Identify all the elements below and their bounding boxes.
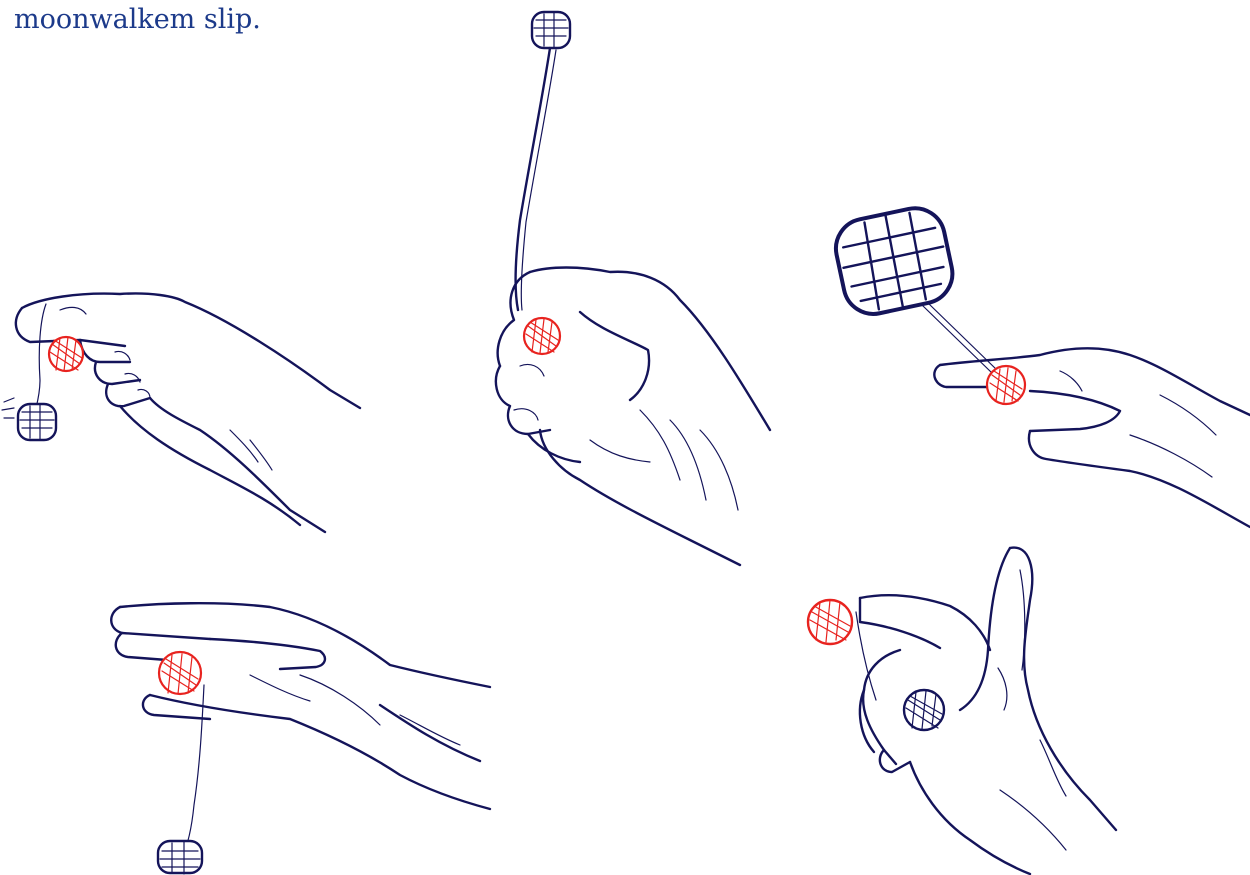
caption: moonwalkem slip. bbox=[14, 4, 261, 36]
monkey-fist-icon bbox=[830, 203, 958, 320]
monkey-fist-icon bbox=[904, 690, 944, 730]
red-knot-icon bbox=[159, 652, 201, 694]
illustration-hand-5 bbox=[800, 540, 1130, 874]
monkey-fist-icon bbox=[2, 398, 56, 440]
illustration-hand-1 bbox=[0, 280, 380, 540]
illustration-hand-2 bbox=[470, 10, 780, 570]
red-knot-icon bbox=[524, 318, 560, 354]
illustration-hand-4 bbox=[100, 595, 500, 875]
red-knot-icon bbox=[808, 600, 852, 644]
monkey-fist-icon bbox=[532, 12, 570, 48]
red-knot-icon bbox=[987, 366, 1025, 404]
red-knot-icon bbox=[49, 337, 83, 371]
monkey-fist-icon bbox=[158, 841, 202, 874]
illustration-hand-3 bbox=[830, 205, 1250, 535]
